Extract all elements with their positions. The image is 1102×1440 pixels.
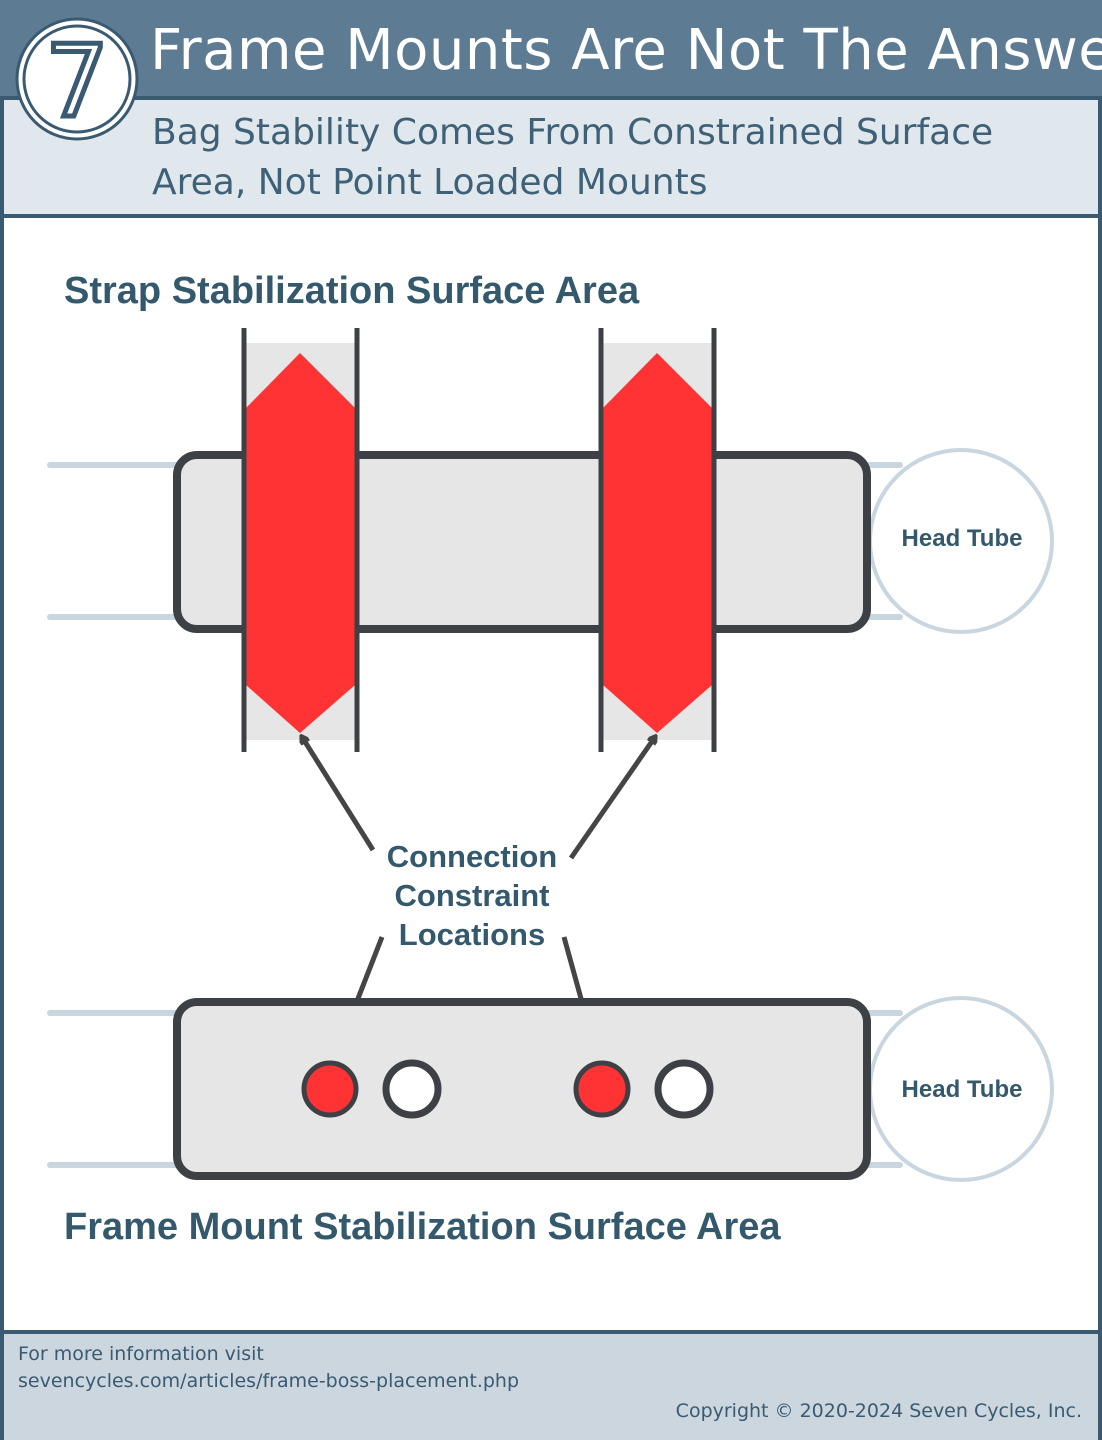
callout-line-2: Constraint: [395, 878, 550, 913]
head-tube-label-top: Head Tube: [902, 525, 1023, 552]
footer-info-prefix: For more information visit: [18, 1343, 264, 1365]
footer-bar: [4, 1330, 1098, 1440]
mount-bolt-used-2: [573, 1060, 631, 1118]
frame-bag-bottom: [173, 998, 871, 1180]
strap-right: [603, 353, 712, 733]
callout-line-3: Locations: [399, 917, 545, 952]
head-tube-label-bottom: Head Tube: [902, 1076, 1023, 1103]
strap-section-heading: Strap Stabilization Surface Area: [64, 270, 640, 312]
frame-mount-section-heading: Frame Mount Stabilization Surface Area: [64, 1206, 781, 1248]
page-subtitle: Bag Stability Comes From Constrained Sur…: [152, 112, 994, 203]
mount-bolt-unused-1: [382, 1059, 442, 1119]
mount-bolt-used-1: [301, 1060, 359, 1118]
header-divider: [0, 96, 1102, 100]
header-bar: [0, 0, 1102, 98]
subtitle-bar: [4, 100, 1098, 218]
callout-line-1: Connection: [387, 839, 558, 874]
arrow-to-strap-left: [302, 737, 376, 852]
logo-numeral: 7: [45, 23, 109, 140]
seven-cycles-logo: 7: [15, 17, 139, 142]
mount-bolt-unused-2: [654, 1059, 714, 1119]
arrow-to-strap-right: [568, 737, 655, 860]
copyright-text: Copyright © 2020-2024 Seven Cycles, Inc.: [675, 1400, 1082, 1422]
page-title: Frame Mounts Are Not The Answer: [150, 18, 1102, 83]
strap-left: [246, 353, 355, 733]
footer-url[interactable]: sevencycles.com/articles/frame-boss-plac…: [18, 1370, 520, 1392]
